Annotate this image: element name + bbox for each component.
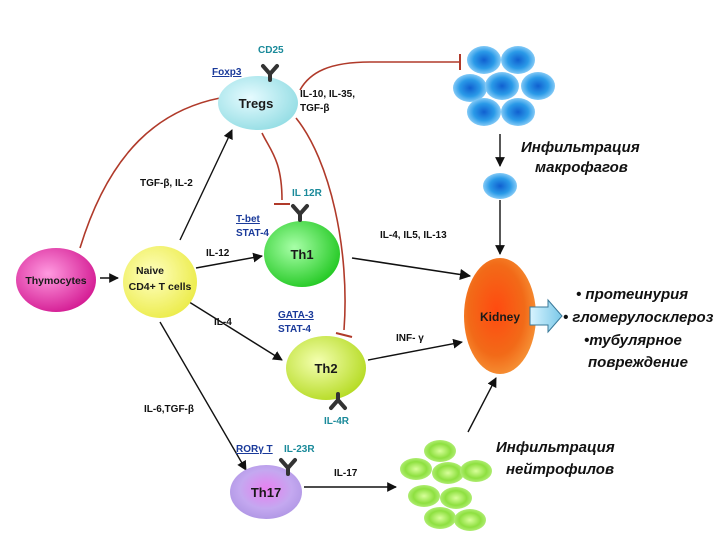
edge-label-tgf-il2: TGF-β, IL-2 (140, 178, 193, 189)
neutrophil (454, 509, 486, 531)
th1-label: Th1 (290, 247, 313, 262)
rorgt-label: RORγ T (236, 444, 273, 455)
tregs-cell: Tregs (218, 76, 298, 130)
tregs-to-macrophages-inhibition (299, 61, 460, 91)
neutrophil (440, 487, 472, 509)
tregs-to-th2-inhibition (295, 117, 346, 331)
edge-label-th2-out: INF- γ (396, 333, 424, 344)
edge-label-il12: IL-12 (206, 248, 230, 259)
arrow-neutrophils-to-kidney (467, 377, 497, 433)
tregs-label: Tregs (239, 96, 274, 111)
th1-cell: Th1 (264, 221, 340, 287)
edge-label-tregs-out-2: TGF-β (300, 103, 329, 114)
macrophage (521, 72, 555, 100)
receptor-il4r (329, 392, 347, 410)
edge-labels: TGF-β, IL-2 IL-12 IL-4 IL-6,TGF-β IL-10,… (140, 89, 447, 479)
naive-label-line2: CD4+ T cells (129, 281, 192, 293)
receptor-cd25 (261, 64, 279, 82)
macrophage-cluster (453, 46, 555, 199)
effect-damage: повреждение (588, 354, 688, 371)
receptor-il23r (279, 458, 297, 476)
neutrophil (424, 440, 456, 462)
naive-cd4-cell: Naive CD4+ T cells (123, 246, 197, 318)
macrophage-infiltration-line2: макрофагов (535, 159, 628, 176)
il23r-label: IL-23R (284, 444, 315, 455)
foxp3-label: Foxp3 (212, 67, 242, 78)
cd25-label: CD25 (258, 45, 284, 56)
arrow-naive-to-tregs (179, 129, 233, 241)
thymocytes-label: Thymocytes (25, 275, 86, 287)
thymocytes-cell: Thymocytes (16, 248, 96, 312)
kidney-label: Kidney (480, 310, 520, 324)
arrow-th2-to-kidney (367, 338, 463, 361)
edge-label-il6-tgf: IL-6,TGF-β (144, 404, 194, 415)
edge-label-tregs-out-1: IL-10, IL-35, (300, 89, 355, 100)
inhibition-bar-th2 (335, 332, 353, 338)
neutrophil (432, 462, 464, 484)
macrophage (453, 74, 487, 102)
neutrophil (424, 507, 456, 529)
neutrophil (400, 458, 432, 480)
effect-glomerulosclerosis: • гломерулосклероз (563, 309, 714, 326)
arrow-naive-to-th17 (159, 321, 247, 471)
macrophage (467, 46, 501, 74)
arrow-th1-to-kidney (351, 257, 472, 281)
arrow-naive-to-th1 (195, 252, 263, 269)
macrophage (501, 46, 535, 74)
stat4-th2-label: STAT-4 (278, 324, 311, 335)
macrophage-infiltration-line1: Инфильтрация (521, 139, 640, 156)
edge-label-th1-out: IL-4, IL5, IL-13 (380, 230, 447, 241)
neutrophil (460, 460, 492, 482)
effect-tubular: •тубулярное (584, 332, 682, 349)
tbet-label: T-bet (236, 214, 261, 225)
neutrophil-infiltration-line1: Инфильтрация (496, 439, 615, 456)
kidney-cell: Kidney (464, 258, 536, 374)
gata3-label: GATA-3 (278, 310, 314, 321)
edge-label-th17-out: IL-17 (334, 468, 358, 479)
macrophage-single (483, 173, 517, 199)
macrophage (467, 98, 501, 126)
macrophage (485, 72, 519, 100)
inhibition-lines (79, 54, 461, 338)
stat4-label: STAT-4 (236, 228, 269, 239)
receptor-il12r (291, 204, 309, 222)
th17-label: Th17 (251, 485, 281, 500)
annotations: Инфильтрация макрофагов Инфильтрация ней… (496, 139, 714, 478)
thymocytes-to-tregs-line (79, 97, 221, 249)
naive-label-line1: Naive (136, 265, 164, 277)
il12r-label: IL 12R (292, 188, 323, 199)
th2-label: Th2 (314, 361, 337, 376)
kidney-output-arrow (529, 298, 563, 334)
th17-cell: Th17 (230, 465, 302, 519)
th2-cell: Th2 (286, 336, 366, 400)
macrophage (501, 98, 535, 126)
neutrophil-cluster (400, 440, 492, 531)
marker-labels: Foxp3 CD25 T-bet STAT-4 IL 12R GATA-3 ST… (212, 45, 350, 455)
activation-arrows (100, 129, 505, 492)
neutrophil-infiltration-line2: нейтрофилов (506, 461, 614, 478)
tregs-to-th1-inhibition (261, 132, 283, 201)
il4r-label: IL-4R (324, 416, 350, 427)
edge-label-il4: IL-4 (214, 317, 232, 328)
arrow-naive-to-th2 (185, 299, 283, 361)
effect-proteinuria: • протеинурия (576, 286, 688, 303)
neutrophil (408, 485, 440, 507)
